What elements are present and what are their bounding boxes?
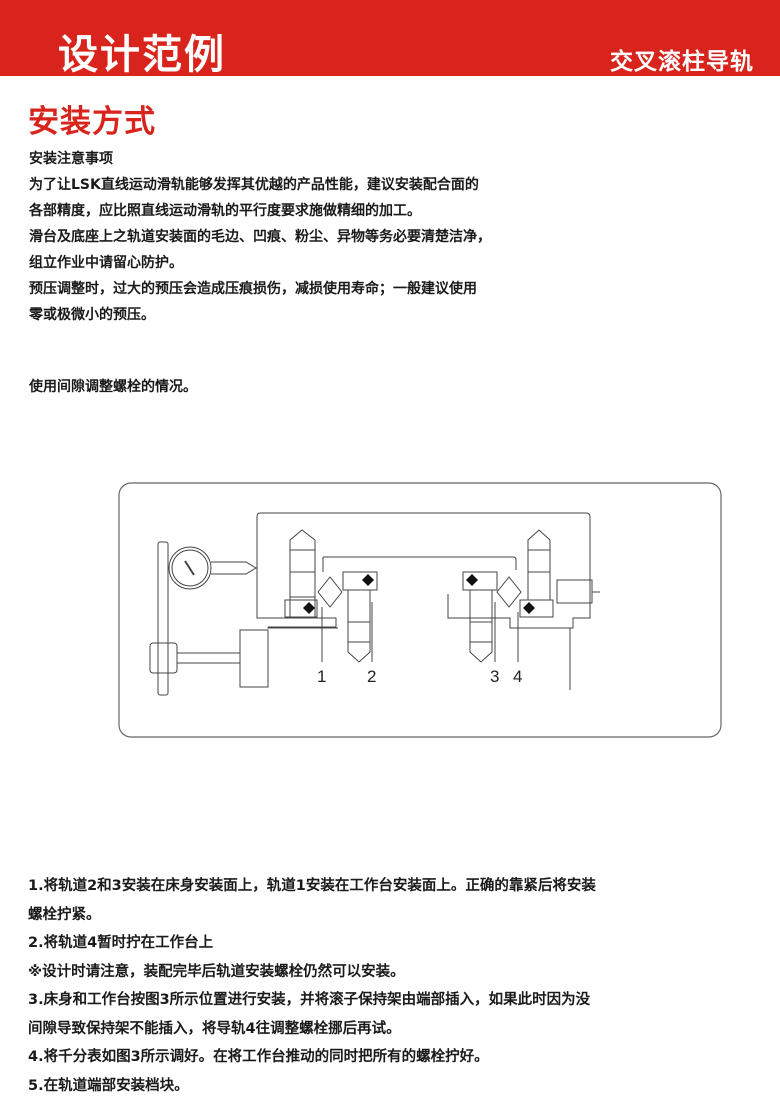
step-line: 3.床身和工作台按图3所示位置进行安装，并将滚子保持架由端部插入，如果此时因为没: [28, 992, 591, 1008]
precautions-heading: 安装注意事项: [29, 151, 113, 167]
product-category: 交叉滚柱导轨: [610, 49, 754, 75]
work-table-left: [256, 512, 337, 628]
roller-cage-right: [496, 576, 522, 608]
label-rail-4: 4: [513, 667, 522, 686]
paragraph-line: 零或极微小的预压。: [29, 307, 155, 323]
bolt-left: [289, 529, 316, 617]
paragraph-line: 滑台及底座上之轨道安装面的毛边、凹痕、粉尘、异物等务必要清楚洁净，: [29, 229, 491, 245]
bolt-rail-3: [469, 590, 493, 663]
bed-outline: [267, 627, 571, 690]
label-rail-3: 3: [490, 667, 499, 686]
page-title: 设计范例: [58, 32, 226, 78]
adjusting-bolt: [556, 579, 593, 604]
precautions-text: 安装注意事项 为了让LSK直线运动滑轨能够发挥其优越的产品性能，建议安装配合面的…: [29, 146, 491, 328]
paragraph-line: 组立作业中请留心防护。: [29, 255, 183, 271]
stand-arm: [176, 652, 241, 664]
step-line: 间隙导致保持架不能插入，将导轨4往调整螺栓挪后再试。: [28, 1020, 401, 1037]
label-rail-2: 2: [367, 667, 376, 686]
installation-steps: 1.将轨道2和3安装在床身安装面上，轨道1安装在工作台安装面上。正确的靠紧后将安…: [28, 872, 596, 1100]
table-inner: [323, 556, 517, 570]
step-line: ※设计时请注意，装配完毕后轨道安装螺栓仍然可以安装。: [28, 963, 405, 980]
rail-3: [462, 571, 498, 591]
paragraph-line: 预压调整时，过大的预压会造成压痕损伤，减损使用寿命；一般建议使用: [29, 281, 477, 297]
rail-4: [519, 599, 554, 618]
bolt-right: [527, 529, 551, 600]
step-line: 4.将千分表如图3所示调好。在将工作台推动的同时把所有的螺栓拧好。: [28, 1049, 489, 1065]
step-line: 2.将轨道4暂时拧在工作台上: [28, 935, 214, 951]
diagram-frame: [118, 482, 722, 738]
bolt-rail-2: [347, 590, 371, 663]
section-title: 安装方式: [28, 104, 156, 140]
roller-cage-left: [317, 576, 343, 608]
stand-clamp: [149, 642, 178, 674]
stand-column: [157, 541, 169, 696]
paragraph-line: 各部精度，应比照直线运动滑轨的平行度要求施做精细的加工。: [29, 203, 421, 219]
case-note: 使用间隙调整螺栓的情况。: [29, 379, 197, 395]
rail-2: [342, 571, 378, 591]
dial-gauge-icon: [168, 546, 212, 590]
step-line: 5.在轨道端部安装档块。: [28, 1077, 189, 1094]
step-line: 1.将轨道2和3安装在床身安装面上，轨道1安装在工作台安装面上。正确的靠紧后将安…: [28, 878, 596, 894]
rail-1: [284, 599, 318, 618]
header-bar: 设计范例 交叉滚柱导轨: [0, 0, 780, 78]
paragraph-line: 为了让LSK直线运动滑轨能够发挥其优越的产品性能，建议安装配合面的: [29, 177, 479, 193]
installation-diagram: 1 2 3 4: [118, 482, 722, 738]
label-rail-1: 1: [317, 667, 326, 686]
step-line: 螺栓拧紧。: [28, 906, 101, 923]
magnetic-base: [239, 629, 269, 688]
